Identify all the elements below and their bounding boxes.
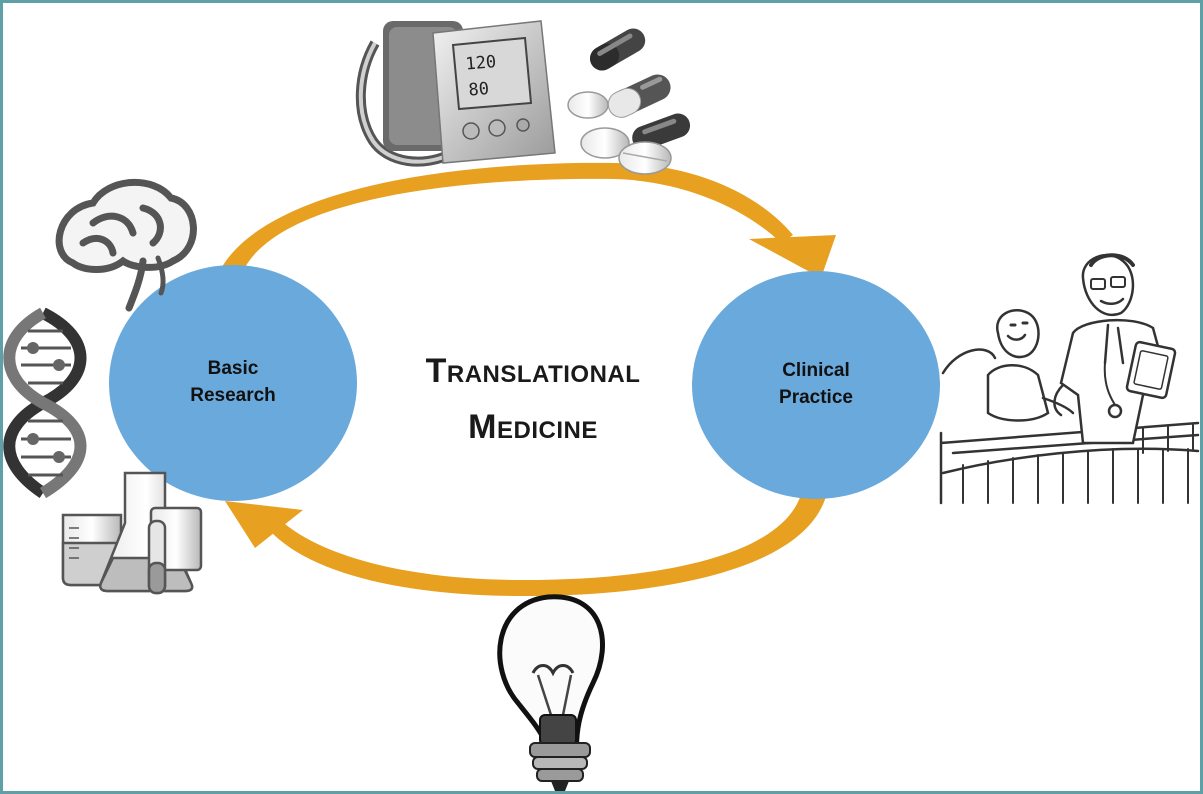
return-arrow	[225, 486, 828, 596]
blood-pressure-monitor-icon: 120 80	[355, 20, 556, 167]
return-arrowhead	[225, 501, 303, 548]
diagram-graphics: 120 80	[3, 20, 1200, 791]
clinical-practice-label: Clinical Practice	[716, 357, 916, 411]
diagram-title-line1: Translational	[425, 352, 641, 390]
systolic-readout: 120	[465, 52, 497, 75]
forward-arrow	[218, 162, 836, 278]
diagram-title-line2: Medicine	[468, 408, 598, 446]
diagram-title: Translational Medicine	[343, 343, 723, 455]
basic-research-label-line2: Research	[190, 385, 276, 406]
clinical-practice-node	[692, 271, 940, 499]
doctor-patient-bedside-icon	[939, 253, 1200, 505]
diastolic-readout: 80	[468, 79, 490, 101]
clinical-practice-label-line1: Clinical	[782, 360, 850, 381]
brain-icon	[55, 178, 197, 312]
basic-research-label: Basic Research	[133, 355, 333, 409]
lab-glassware-icon	[61, 471, 203, 595]
forward-arrowhead	[749, 235, 836, 278]
basic-research-node	[109, 265, 357, 501]
basic-research-label-line1: Basic	[207, 358, 259, 379]
forward-arrow-band	[218, 162, 793, 274]
dna-helix-icon	[3, 307, 87, 499]
light-bulb-icon	[497, 594, 605, 791]
clinical-practice-label-line2: Practice	[779, 387, 853, 408]
return-arrow-band	[265, 486, 828, 596]
pills-icon	[567, 28, 691, 175]
